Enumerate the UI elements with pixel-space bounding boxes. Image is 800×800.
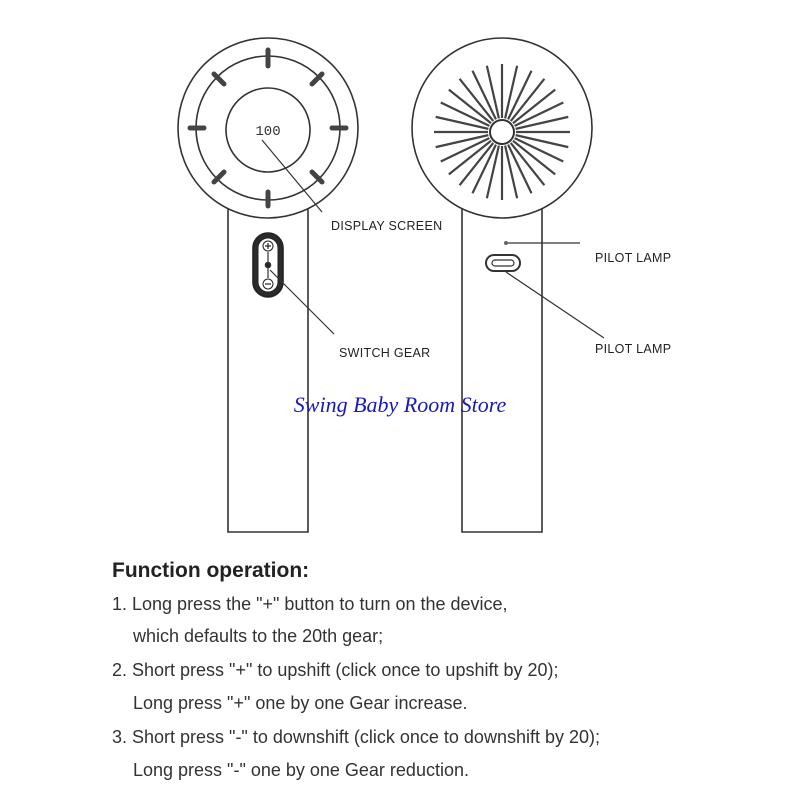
pilot-lamp-leader-2	[505, 271, 605, 339]
grille-spoke	[514, 137, 564, 163]
grille-spoke	[458, 142, 495, 186]
grille-spoke	[509, 142, 546, 186]
instruction-line: Long press "-" one by one Gear reduction…	[133, 760, 469, 780]
pilot-lamp-label-1: PILOT LAMP	[595, 251, 672, 265]
instruction-line: which defaults to the 20th gear;	[133, 626, 384, 646]
back-view-fan	[411, 37, 605, 533]
grille-spoke	[440, 101, 490, 127]
front-handle	[227, 190, 309, 533]
grille-spoke	[514, 101, 564, 127]
fan-grille-icon	[434, 64, 570, 200]
instruction-line: 1. Long press the "+" button to turn on …	[112, 594, 508, 614]
grille-spoke	[440, 137, 490, 163]
grille-spoke	[435, 134, 489, 149]
display-screen-label: DISPLAY SCREEN	[331, 219, 443, 233]
pilot-lamp-label-2: PILOT LAMP	[595, 342, 672, 356]
grille-spoke	[458, 78, 495, 122]
function-operation-title: Function operation:	[112, 559, 310, 582]
grille-spoke	[515, 115, 569, 130]
display-screen-icon	[225, 87, 311, 173]
grille-spoke	[448, 139, 492, 176]
grille-spoke	[448, 88, 492, 125]
grille-spoke	[485, 145, 500, 199]
grille-spoke	[509, 78, 546, 122]
back-handle	[461, 190, 543, 533]
store-watermark: Swing Baby Room Store	[293, 392, 507, 417]
grille-spoke	[471, 70, 497, 120]
grille-spoke	[485, 65, 500, 119]
grille-spoke	[504, 145, 519, 199]
display-leader-line	[261, 139, 323, 213]
switch-gear-label: SWITCH GEAR	[339, 346, 431, 360]
grille-spoke	[507, 70, 533, 120]
switch-gear-leader-line	[269, 269, 335, 335]
instruction-line: Long press "+" one by one Gear increase.	[133, 693, 468, 713]
minus-button-icon[interactable]	[262, 278, 274, 290]
usb-c-port-icon[interactable]	[485, 254, 521, 272]
grille-spoke	[507, 144, 533, 194]
fan-hub	[489, 119, 515, 145]
front-view-fan	[177, 37, 359, 533]
instruction-line: 2. Short press "+" to upshift (click onc…	[112, 660, 559, 680]
front-ribs	[187, 47, 349, 209]
plus-button-icon[interactable]	[262, 240, 274, 252]
grille-spoke	[515, 134, 569, 149]
pilot-lamp-dot	[504, 241, 508, 245]
display-digits: 100	[255, 124, 280, 140]
instruction-line: 3. Short press "-" to downshift (click o…	[112, 727, 600, 747]
grille-spoke	[471, 144, 497, 194]
grille-spoke	[435, 115, 489, 130]
grille-spoke	[512, 88, 556, 125]
grille-spoke	[512, 139, 556, 176]
grille-spoke	[504, 65, 519, 119]
